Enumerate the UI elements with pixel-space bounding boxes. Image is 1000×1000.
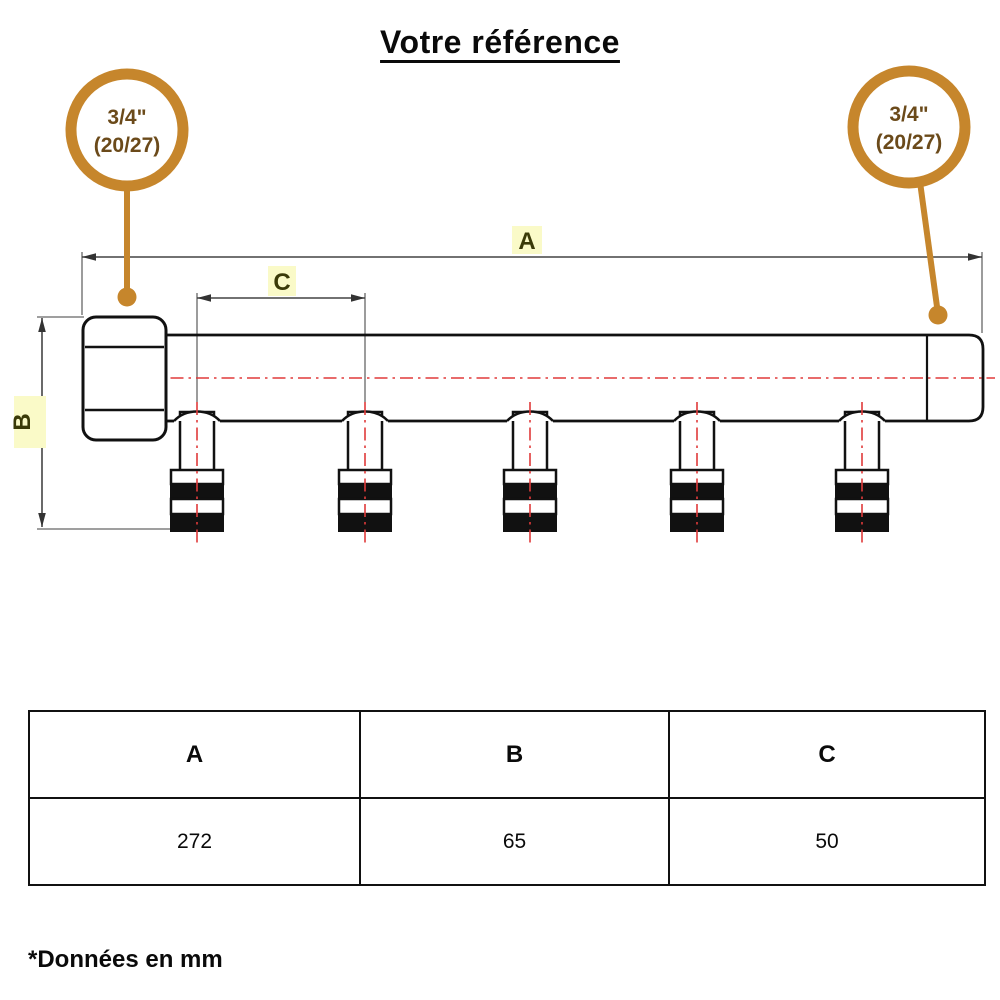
dim-c-label-bg: [268, 266, 296, 296]
table-value-a: 272: [28, 797, 361, 886]
outlet-port-1: [168, 400, 226, 548]
units-footnote: *Données en mm: [28, 946, 223, 973]
left-badge-circle: [65, 68, 189, 192]
dim-a-label: A: [518, 228, 535, 255]
dim-c-arrow-left: [197, 294, 211, 302]
outlet-port-2: [336, 400, 394, 548]
technical-drawing: A C B: [9, 65, 995, 548]
table-value-c: 50: [668, 797, 986, 886]
left-badge-thread-label: (20/27): [94, 134, 161, 157]
right-badge-size-label: 3/4": [889, 103, 928, 126]
right-badge-leader-dot: [928, 305, 948, 325]
table-value-row: 272 65 50: [28, 797, 986, 886]
dim-a-arrow-right: [968, 253, 982, 261]
outlet-port-4: [668, 400, 726, 548]
dim-b-label: B: [9, 413, 36, 430]
dim-a-arrow-left: [82, 253, 96, 261]
hex-nut: [81, 315, 168, 442]
dim-b-arrow-bottom: [38, 513, 46, 527]
right-badge-thread-label: (20/27): [876, 131, 943, 154]
right-badge-circle: [847, 65, 971, 189]
left-badge-leader-dot: [117, 287, 137, 307]
left-badge-size-label: 3/4": [107, 106, 146, 129]
dim-c-label: C: [273, 269, 290, 296]
page-title: Votre référence: [380, 24, 620, 60]
outlet-port-3: [501, 400, 559, 548]
table-header-row: A B C: [28, 710, 986, 799]
dim-b-label-bg: [14, 396, 46, 448]
dim-b-arrow-top: [38, 318, 46, 332]
table-header-a: A: [28, 710, 361, 799]
dim-a-label-bg: [512, 226, 542, 254]
outlet-port-5: [833, 400, 891, 548]
right-badge-leader-line: [917, 181, 941, 315]
dim-c-arrow-right: [351, 294, 365, 302]
table-header-b: B: [359, 710, 670, 799]
table-value-b: 65: [359, 797, 670, 886]
table-header-c: C: [668, 710, 986, 799]
manifold-body-outline: [166, 333, 985, 423]
dimensions-table: A B C 272 65 50: [28, 710, 986, 886]
